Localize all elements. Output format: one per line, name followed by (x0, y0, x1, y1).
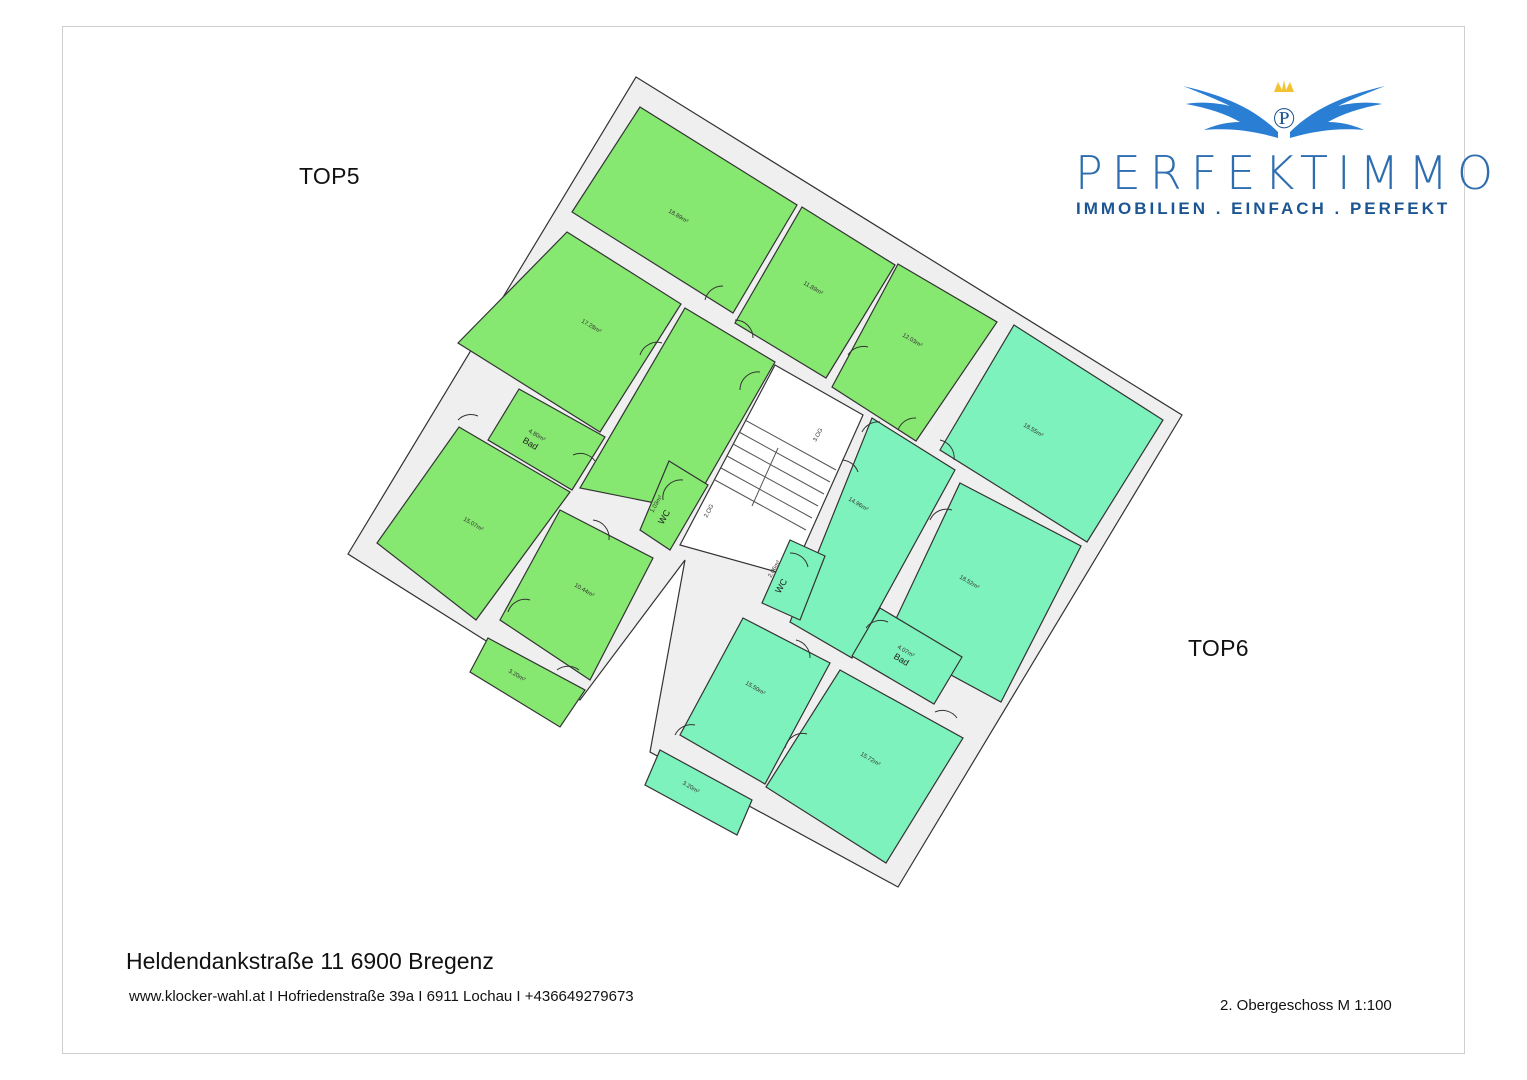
room-15 (679, 617, 831, 785)
room-3 (831, 263, 998, 442)
room-16 (765, 669, 964, 864)
room-9 (639, 460, 709, 551)
logo-wings-icon: ℗ (1183, 80, 1385, 138)
stair-steps (714, 419, 837, 531)
room-14 (851, 607, 963, 705)
crown-icon (1274, 80, 1294, 92)
room-1 (571, 106, 798, 314)
logo-tagline: IMMOBILIEN . EINFACH . PERFEKT (1076, 199, 1451, 218)
room-6 (376, 426, 571, 621)
unit-label-top6: TOP6 (1188, 635, 1249, 661)
door-swings (457, 285, 958, 749)
room-7 (499, 509, 654, 681)
unit-label-top5: TOP5 (299, 163, 360, 189)
room-11 (939, 324, 1164, 543)
room-13 (761, 539, 826, 621)
property-address: Heldendankstraße 11 6900 Bregenz (126, 948, 494, 974)
room-8 (469, 637, 586, 728)
room-2 (734, 206, 896, 379)
room-5 (487, 388, 606, 491)
floor-scale-label: 2. Obergeschoss M 1:100 (1220, 997, 1392, 1014)
svg-text:℗: ℗ (1273, 102, 1296, 135)
room-17 (644, 749, 753, 836)
room-4 (457, 231, 682, 433)
contact-line: www.klocker-wahl.at I Hofriedenstraße 39… (129, 988, 634, 1005)
logo-brand: PERFEKTIMMO (1075, 146, 1503, 200)
